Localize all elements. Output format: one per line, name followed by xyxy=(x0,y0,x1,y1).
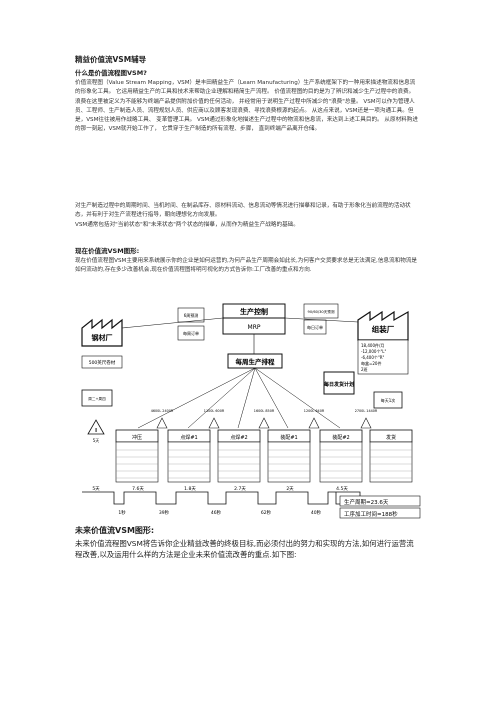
coil-label: 500英尺卷材 xyxy=(89,359,116,366)
process-label: 点焊#2 xyxy=(230,434,247,441)
lead-time: 生产周期=23.6天 xyxy=(344,498,389,506)
inventory-label: 1600L 850R xyxy=(254,409,275,413)
inventory-triangle xyxy=(156,417,168,429)
supplier-label: 钢材厂 xyxy=(92,333,113,342)
section3-paragraph: 未来价值流程图VSM将告诉你企业精益改善的终极目标,而必须付出的努力和实现的方法… xyxy=(75,539,414,560)
customer-demand-box: 18,400件/月 -12,000个"L" -6,400个"R" 每盒=20件 … xyxy=(357,339,409,375)
process-box: 装配#2 xyxy=(319,429,363,483)
inventory-label: 1100L 600R xyxy=(204,409,225,413)
truck-left: 周二+周四 xyxy=(88,396,106,401)
process-row: 冲压 点焊#1 点焊#2 装配#1 装配#2 发货 4600L 2400R 1100L 600… xyxy=(115,409,413,483)
section1-heading: 什么是价值流程图VSM? xyxy=(75,69,147,77)
process-box: 点焊#2 xyxy=(217,429,261,483)
truck-right: 每天1次 xyxy=(381,397,396,403)
inventory-triangle xyxy=(258,417,270,429)
process-label: 冲压 xyxy=(132,434,142,441)
customer-label: 组装厂 xyxy=(372,324,395,334)
section2-heading: 现在价值流VSM图形: xyxy=(75,247,140,255)
ladder-process-time: 1秒 xyxy=(118,509,126,516)
timeline-ladder: 5天 7.6天 1.8天 2.7天 2天 4.5天 1秒 39秒 46秒 62秒 40秒 xyxy=(82,486,361,516)
forecast-right: 90/60/30天预测 xyxy=(308,309,335,314)
section1-paragraph-2: 对生产制造过程中的周期时间、当机时间、在制品库存、原材料流动、信息流动等情况进行… xyxy=(75,203,411,219)
inventory-label: 1200L 640R xyxy=(304,409,325,413)
section2-paragraph: 现在价值流程图VSM主要用来系统展示你的企业是如何运营的,为何产品生产周期会如此… xyxy=(75,258,417,274)
ladder-time: 1.8天 xyxy=(184,486,196,492)
inventory-triangle xyxy=(308,417,320,429)
process-label: 发货 xyxy=(386,434,396,441)
svg-text:生产控制: 生产控制 xyxy=(240,307,268,316)
svg-text:每盒=20件: 每盒=20件 xyxy=(361,360,381,366)
production-control-box: 生产控制 MRP xyxy=(222,303,286,335)
svg-text:-6,400个"R": -6,400个"R" xyxy=(361,355,385,360)
process-data-box xyxy=(369,441,413,483)
process-box: 装配#1 xyxy=(267,429,311,483)
svg-text:2班: 2班 xyxy=(361,366,368,372)
customer-factory: 组装厂 xyxy=(357,310,409,341)
svg-text:I: I xyxy=(95,428,97,434)
ladder-line xyxy=(82,491,361,505)
section1-paragraph-3: VSM通常包括对"当前状态"和"未来状态"两个状态的描摹，从而作为精益生产战略的… xyxy=(75,222,299,228)
inventory-triangle xyxy=(208,417,220,429)
process-data-box xyxy=(167,441,211,483)
supplier-factory: 钢材厂 xyxy=(81,318,123,347)
ladder-time: 4.5天 xyxy=(336,486,348,492)
ladder-time: 2.7天 xyxy=(234,486,246,492)
ladder-process-time: 46秒 xyxy=(211,509,222,516)
mrp-label: MRP xyxy=(248,324,261,331)
section1-paragraph-1: 价值流程图（Value Stream Mapping，VSM）是丰田精益生产（L… xyxy=(75,80,418,133)
svg-text:18,400件/月: 18,400件/月 xyxy=(361,342,384,348)
process-data-box xyxy=(217,441,261,483)
order-right: 每日订单 xyxy=(307,324,323,330)
process-box: 点焊#1 xyxy=(167,429,211,483)
ladder-process-time: 62秒 xyxy=(261,509,272,516)
process-time: 工序加工时间=188秒 xyxy=(344,510,398,518)
process-label: 点焊#1 xyxy=(180,434,197,441)
order-left: 每周订单 xyxy=(183,330,199,336)
process-data-box xyxy=(267,441,311,483)
steel-inventory: 5天 xyxy=(93,438,100,443)
process-box: 冲压 xyxy=(115,429,159,483)
ladder-time: 5天 xyxy=(92,486,100,492)
process-data-box xyxy=(115,441,159,483)
daily-ship: 每日发货计划 xyxy=(324,381,354,388)
inventory-triangle xyxy=(360,417,372,429)
ladder-time: 2天 xyxy=(286,486,294,492)
forecast-left: 6周预测 xyxy=(184,312,199,318)
ladder-time: 7.6天 xyxy=(132,486,144,492)
process-box: 发货 xyxy=(369,429,413,483)
vsm-diagram: 钢材厂 组装厂 生产控制 MRP 6周预测 每周订单 90/60/30天预测 每… xyxy=(78,300,424,522)
svg-text:-12,000个"L": -12,000个"L" xyxy=(361,349,387,354)
weekly-schedule: 每周生产排程 xyxy=(236,357,276,366)
process-data-box xyxy=(319,441,363,483)
inventory-label: 4600L 2400R xyxy=(151,409,174,413)
ladder-process-time: 40秒 xyxy=(311,509,322,516)
doc-title: 精益价值流VSM辅导 xyxy=(75,55,147,64)
ladder-process-time: 39秒 xyxy=(159,509,170,516)
inventory-label: 2700L 1440R xyxy=(355,409,378,413)
process-label: 装配#2 xyxy=(332,434,349,441)
process-label: 装配#1 xyxy=(280,434,297,441)
section3-heading: 未来价值流VSM图形: xyxy=(75,526,155,535)
